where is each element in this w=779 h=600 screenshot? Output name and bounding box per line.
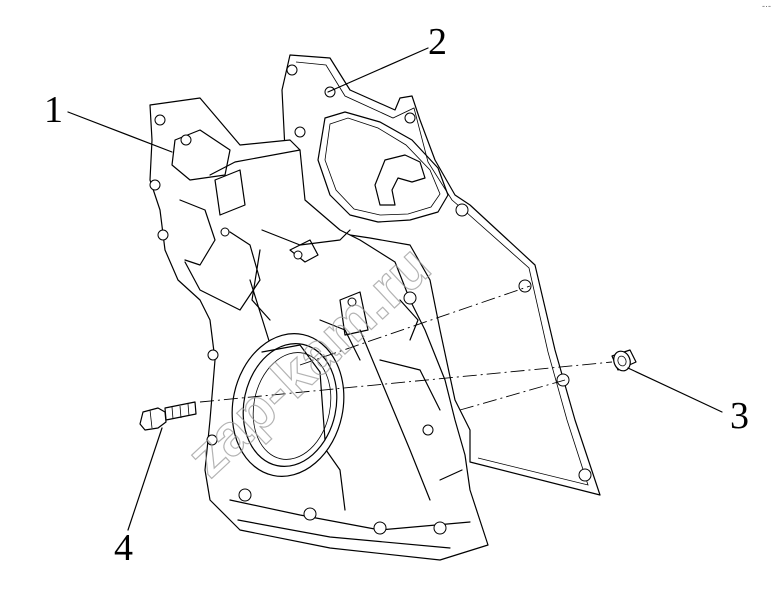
leader-lines xyxy=(67,47,723,531)
assembly-centerlines xyxy=(199,285,613,411)
bolt xyxy=(139,401,197,431)
callout-labels: 1 2 3 4 xyxy=(44,21,749,569)
corner-mark: -·- xyxy=(762,1,771,11)
leader-2 xyxy=(327,47,429,93)
seal-bore xyxy=(231,333,345,477)
callout-1: 1 xyxy=(44,89,63,131)
callout-4: 4 xyxy=(114,527,133,569)
leader-3 xyxy=(627,367,723,413)
leader-4 xyxy=(127,427,163,531)
leader-1 xyxy=(67,111,173,153)
callout-3: 3 xyxy=(730,395,749,437)
dowel-pin xyxy=(611,349,637,372)
gasket xyxy=(281,54,601,496)
callout-2: 2 xyxy=(428,21,447,63)
